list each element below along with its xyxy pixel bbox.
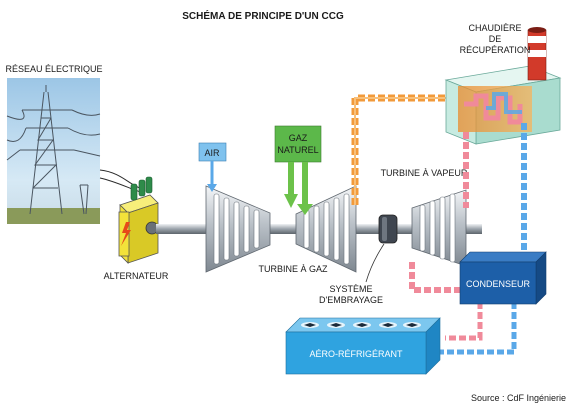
label-turbine-gaz: TURBINE À GAZ [258, 264, 328, 274]
gas-pipe [284, 162, 313, 215]
label-turbine-vapeur: TURBINE À VAPEUR [381, 168, 468, 178]
gaz-box [274, 125, 322, 163]
label-chaudiere-2: DE [489, 34, 502, 44]
clutch-pointer [365, 243, 385, 283]
label-chaudiere-3: RÉCUPÉRATION [460, 45, 531, 55]
alternateur [118, 176, 159, 264]
label-embrayage-1: SYSTÈME [329, 284, 372, 294]
power-pylon-icon [6, 78, 101, 224]
label-aero: AÉRO-RÉFRIGÉRANT [309, 349, 403, 359]
clutch [378, 214, 398, 244]
condenseur [459, 251, 547, 305]
steam-turbine [411, 189, 467, 267]
label-reseau: RÉSEAU ÉLECTRIQUE [5, 64, 102, 74]
label-air: AIR [204, 148, 220, 158]
gas-turbine-compressor [205, 185, 271, 273]
gas-turbine-expander [295, 185, 357, 273]
label-alternateur: ALTERNATEUR [104, 271, 169, 281]
air-inlet-arrow [207, 184, 217, 192]
source-credit: Source : CdF Ingénierie [471, 393, 566, 403]
label-gaz-naturel: NATUREL [277, 145, 318, 155]
grid-connection-line [99, 169, 145, 194]
label-gaz-1: GAZ [289, 133, 308, 143]
label-embrayage-2: D'EMBRAYAGE [319, 295, 383, 305]
lightning-icon [121, 222, 131, 246]
cooling-cold-pipe [438, 302, 517, 355]
label-chaudiere-1: CHAUDIÈRE [468, 23, 521, 33]
label-condenseur: CONDENSEUR [466, 279, 531, 289]
steam-pipe-to-condenser [409, 262, 460, 293]
exhaust-pipe-core [354, 97, 462, 205]
cooling-hot-pipe [445, 302, 483, 341]
chimney-icon [527, 27, 547, 81]
fan-icon [301, 322, 421, 328]
aero-refrigerant [285, 317, 441, 375]
diagram-title: SCHÉMA DE PRINCIPE D'UN CCG [182, 9, 344, 22]
